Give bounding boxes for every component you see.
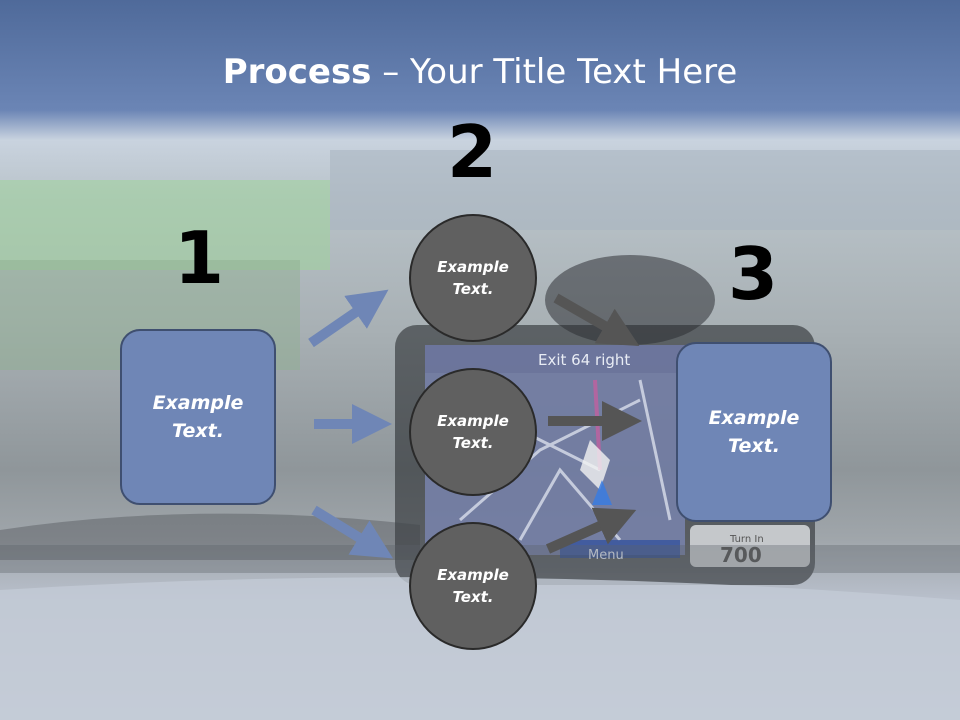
gps-menu-label: Menu [588,548,624,563]
gps-turn-label: Turn In [729,534,764,545]
left-box: Example Text. [120,329,276,505]
circle-top: Example Text. [409,214,537,342]
title-rest: – Your Title Text Here [371,52,738,92]
circle-bottom: Example Text. [409,522,537,650]
step-number-2: 2 [446,110,498,194]
gps-distance: 700 [720,543,762,567]
slide-title: Process – Your Title Text Here [0,52,960,92]
right-box: Example Text. [676,342,832,522]
arrow-blue-down [311,505,394,559]
circle-bottom-text: Example Text. [437,565,509,607]
circle-top-text: Example Text. [437,257,509,299]
right-box-text: Example Text. [708,406,800,458]
arrow-blue-up [308,289,389,348]
step-number-3: 3 [727,232,779,316]
circle-middle-text: Example Text. [437,411,509,453]
left-box-text: Example Text. [152,391,244,443]
circle-middle: Example Text. [409,368,537,496]
gps-exit-text: Exit 64 right [538,351,630,369]
step-number-1: 1 [173,216,225,300]
arrow-gray-up [545,507,637,554]
arrow-gray-down [553,293,640,346]
title-strong: Process [222,52,372,92]
